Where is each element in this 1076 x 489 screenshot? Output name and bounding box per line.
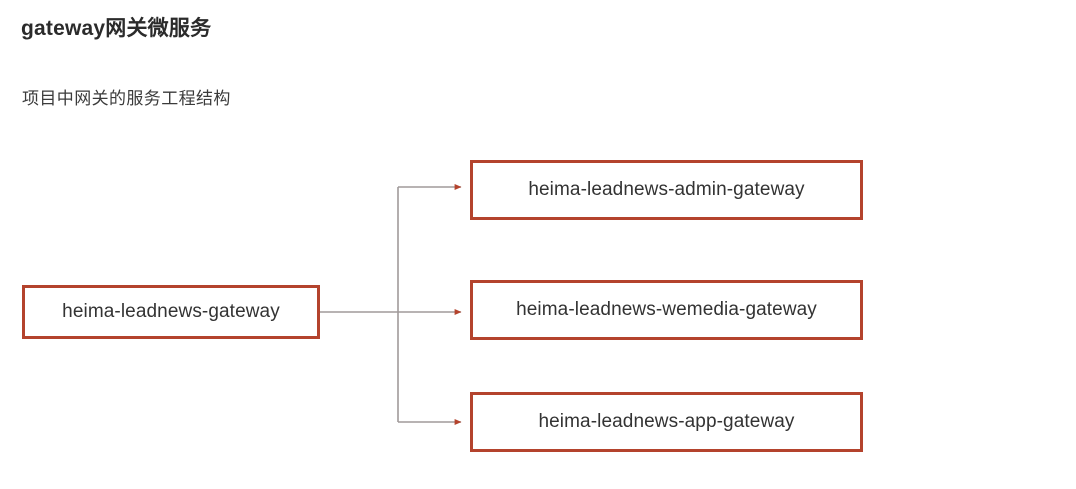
page-subtitle: 项目中网关的服务工程结构 (22, 89, 231, 108)
node-heima-leadnews-gateway[interactable]: heima-leadnews-gateway (22, 285, 320, 339)
node-heima-leadnews-admin-gateway[interactable]: heima-leadnews-admin-gateway (470, 160, 863, 220)
node-heima-leadnews-wemedia-gateway[interactable]: heima-leadnews-wemedia-gateway (470, 280, 863, 340)
node-heima-leadnews-app-gateway[interactable]: heima-leadnews-app-gateway (470, 392, 863, 452)
node-label: heima-leadnews-gateway (62, 301, 280, 322)
node-label: heima-leadnews-wemedia-gateway (516, 299, 817, 320)
node-label: heima-leadnews-app-gateway (538, 411, 795, 432)
page-title: gateway网关微服务 (21, 17, 212, 40)
node-label: heima-leadnews-admin-gateway (528, 179, 805, 200)
